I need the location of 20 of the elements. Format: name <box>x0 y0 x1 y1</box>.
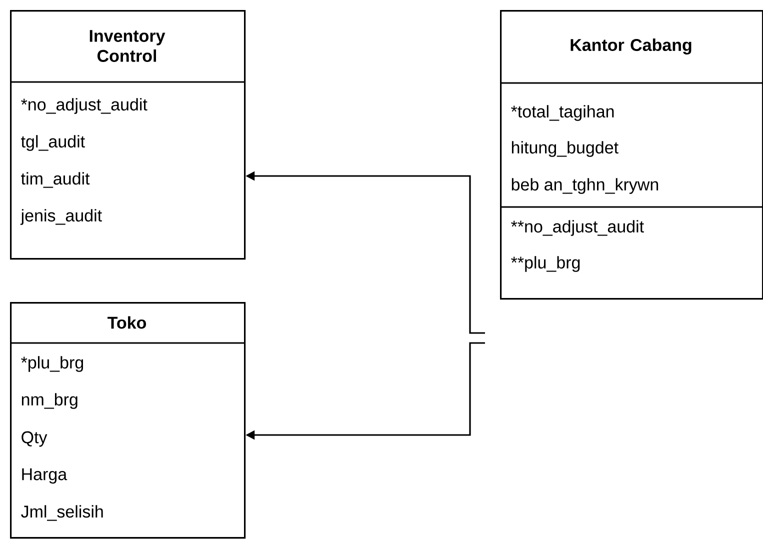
entity-table <box>500 10 763 300</box>
attribute-text: Qty <box>22 431 48 447</box>
entity-table <box>10 10 246 260</box>
table-header: Kantor Cabang <box>570 38 692 54</box>
attribute-text: *total_tagihan <box>511 105 614 121</box>
attribute-text: tgl_audit <box>21 135 85 151</box>
attribute-text: jenis_audit <box>20 209 102 225</box>
attribute-text: Harga <box>22 468 68 484</box>
attribute-text: tim_audit <box>21 172 90 188</box>
attribute-text: **no_adjust_audit <box>511 220 644 236</box>
attribute-text: **plu_brg <box>511 256 580 272</box>
table-header: Inventory Control <box>90 30 166 62</box>
attribute-text: Jml_selisih <box>21 505 103 521</box>
attribute-text: nm_brg <box>22 393 78 409</box>
entity-table <box>10 302 246 539</box>
attribute-text: beb an_tghn_krywn <box>512 178 658 194</box>
attribute-text: *plu_brg <box>21 356 84 372</box>
attribute-text: hitung_bugdet <box>512 141 618 157</box>
attribute-text: *no_adjust_audit <box>21 98 148 114</box>
table-header: Toko <box>108 316 146 329</box>
